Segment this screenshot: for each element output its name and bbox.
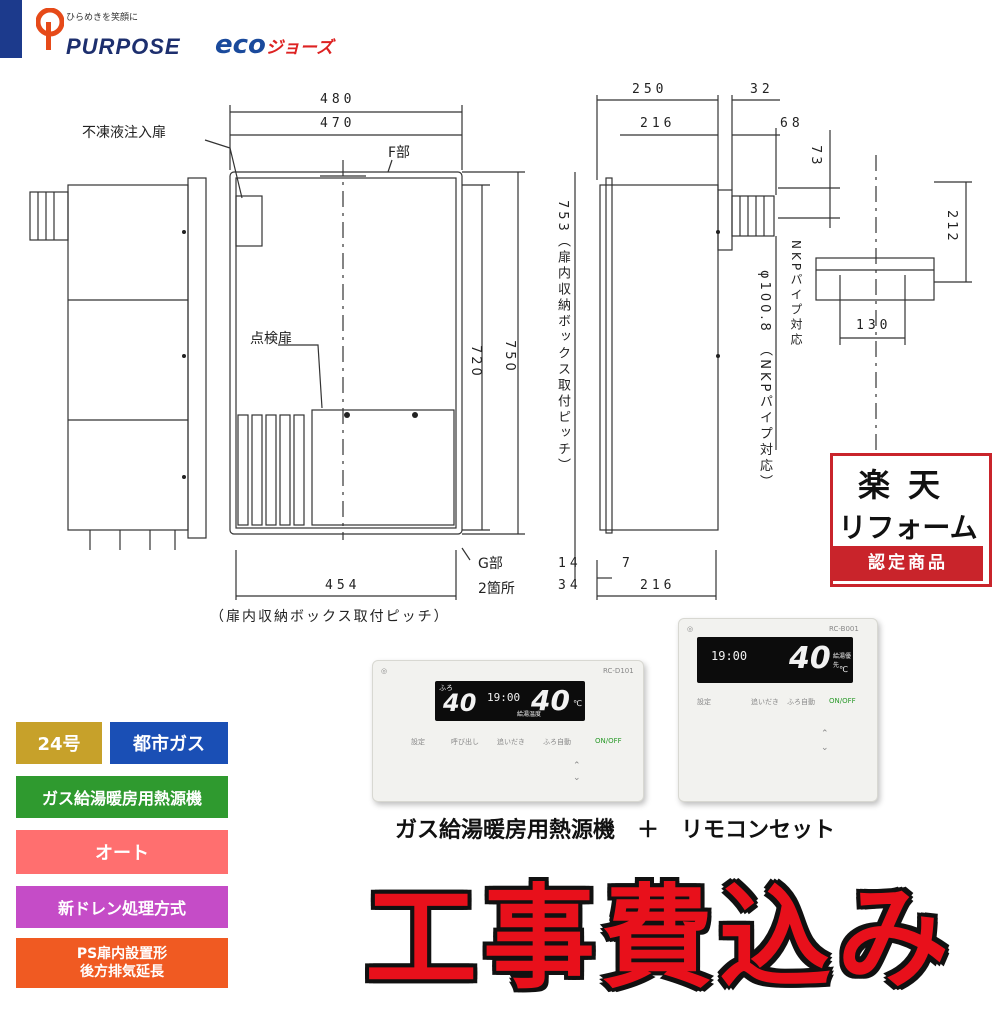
screen-time: 19:00 xyxy=(487,691,521,704)
main-down-icon[interactable]: ⌄ xyxy=(573,773,581,783)
gas-type-badge: 都市ガス xyxy=(110,722,228,764)
dim-68: 68 xyxy=(780,116,804,131)
bath-down-icon[interactable]: ⌄ xyxy=(821,743,829,753)
dim-480: 480 xyxy=(320,92,356,107)
main-auto-bath-button[interactable]: ふろ自動 xyxy=(543,738,571,746)
main-setting-button[interactable]: 設定 xyxy=(411,738,425,746)
dim-34: 34 xyxy=(558,578,582,593)
corner-accent xyxy=(0,0,22,58)
part-f-label: F部 xyxy=(388,145,411,161)
bath-remote: ◎ RC-B001 19:00 40 ℃ 給湯優先 設定 追いだき ふろ自動 O… xyxy=(678,618,878,802)
main-power-button[interactable]: ON/OFF xyxy=(595,737,622,745)
dim-216-top: 216 xyxy=(640,116,676,131)
dim-750: 750 xyxy=(502,340,517,374)
part-g-label: G部 xyxy=(478,556,503,572)
main-reheat-button[interactable]: 追いだき xyxy=(497,738,525,746)
main-up-icon[interactable]: ⌃ xyxy=(573,761,581,771)
bath-power-button[interactable]: ON/OFF xyxy=(829,697,856,705)
bath-screen-temp: 40 xyxy=(789,641,831,676)
dim-216-bottom: 216 xyxy=(640,578,676,593)
drain-badge: 新ドレン処理方式 xyxy=(16,886,228,928)
purpose-logo-mark xyxy=(35,7,65,52)
technical-drawing xyxy=(29,95,972,600)
bath-remote-screen: 19:00 40 ℃ 給湯優先 xyxy=(697,637,853,683)
rakuten-line1: 楽天 xyxy=(857,466,958,504)
dim-32: 32 xyxy=(750,82,774,97)
product-type-badge: ガス給湯暖房用熱源機 xyxy=(16,776,228,818)
dim-470: 470 xyxy=(320,116,356,131)
main-call-button[interactable]: 呼び出し xyxy=(451,738,479,746)
rakuten-line2: リフォーム xyxy=(838,511,978,544)
auto-badge: オート xyxy=(16,830,228,874)
rakuten-line3: 認定商品 xyxy=(833,546,983,581)
antifreeze-door-label: 不凍液注入扉 xyxy=(82,125,166,141)
main-remote: ◎ RC-D101 ふろ 40 19:00 40 ℃ 給湯温度 設定 呼び出し … xyxy=(372,660,644,802)
dim-454: 454 xyxy=(325,578,361,593)
bath-up-icon[interactable]: ⌃ xyxy=(821,729,829,739)
main-title: 工事費込み xyxy=(365,874,955,1004)
bath-setting-button[interactable]: 設定 xyxy=(697,698,711,706)
ps-badge-line1: PS扉内設置形 xyxy=(76,946,168,962)
dim-14: 14 xyxy=(558,556,582,571)
two-places-label: 2箇所 xyxy=(478,581,515,597)
bottom-pitch-note: （扉内収納ボックス取付ピッチ） xyxy=(210,609,450,625)
bath-screen-sub: 給湯優先 xyxy=(833,653,852,669)
product-subtitle: ガス給湯暖房用熱源機 ＋ リモコンセット xyxy=(395,818,836,843)
dim-212: 212 xyxy=(944,210,959,244)
bath-remote-logo-icon: ◎ xyxy=(687,625,694,633)
screen-temp-big: 40 xyxy=(531,684,570,717)
dim-250: 250 xyxy=(632,82,668,97)
main-remote-model: RC-D101 xyxy=(603,667,634,675)
rakuten-certification-badge: 楽天 リフォーム 認定商品 xyxy=(830,453,992,587)
main-remote-screen: ふろ 40 19:00 40 ℃ 給湯温度 xyxy=(435,681,585,721)
remote-logo-icon: ◎ xyxy=(381,667,388,675)
size-badge: 24号 xyxy=(16,722,102,764)
ps-badge: PS扉内設置形 後方排気延長 xyxy=(16,938,228,988)
side-pitch-note: 753（扉内収納ボックス取付ピッチ） xyxy=(555,200,570,474)
screen-bath-label: ふろ xyxy=(439,684,453,692)
screen-sub: 給湯温度 xyxy=(517,711,542,718)
bath-reheat-button[interactable]: 追いだき xyxy=(751,698,779,706)
eco-jozu-logo: ecoジョーズ xyxy=(215,30,334,60)
dim-720: 720 xyxy=(468,345,483,379)
dim-73: 73 xyxy=(808,145,823,168)
screen-unit: ℃ xyxy=(573,699,582,708)
brand-tagline: ひらめきを笑顔に xyxy=(66,13,139,23)
bath-remote-model: RC-B001 xyxy=(829,625,859,633)
brand-name: PURPOSE xyxy=(66,34,181,59)
pipe-note: φ100.8 （NKPパイプ対応） xyxy=(757,270,772,491)
nkp-note: NKPパイプ対応 xyxy=(789,240,803,349)
inspection-door-label: 点検扉 xyxy=(250,331,292,347)
bath-screen-time: 19:00 xyxy=(711,649,748,663)
bath-screen-unit: ℃ xyxy=(839,665,848,674)
dim-7: 7 xyxy=(622,556,634,571)
screen-temp-small: 40 xyxy=(443,689,477,717)
bath-auto-button[interactable]: ふろ自動 xyxy=(787,698,815,706)
dim-130: 130 xyxy=(856,318,892,333)
ps-badge-line2: 後方排気延長 xyxy=(80,964,164,980)
